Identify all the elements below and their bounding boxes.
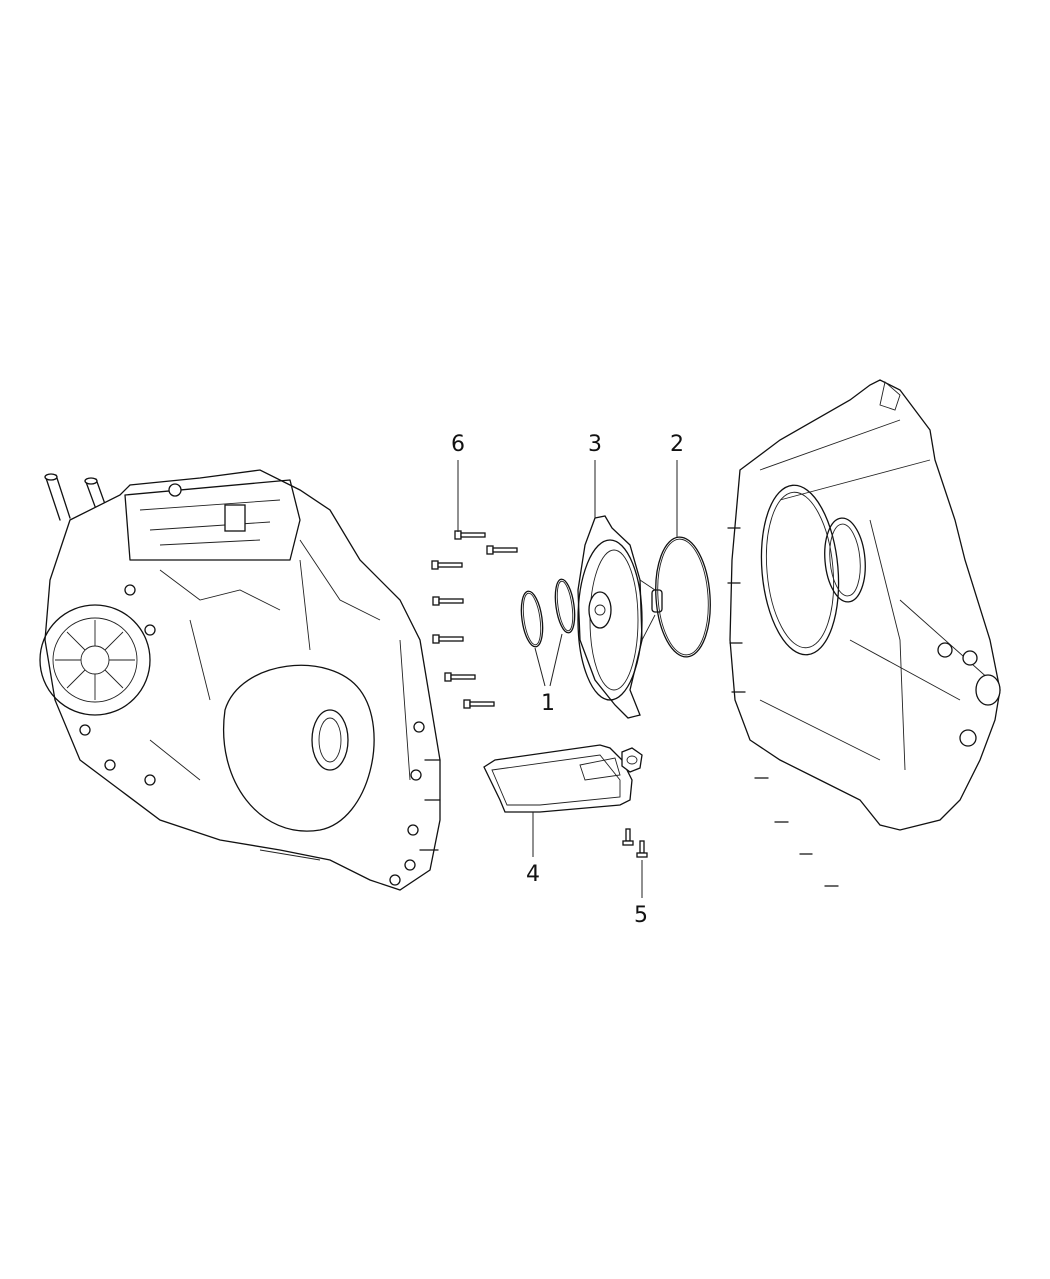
transmission-main-case [39,469,441,891]
filter-pan [483,744,643,813]
callout-3: 3 [588,432,602,457]
callout-5: 5 [634,903,648,928]
flange-bolts [431,530,518,709]
bell-housing-cover [727,379,1001,887]
callout-2: 2 [670,432,684,457]
o-rings [520,578,576,648]
seal-ring [655,536,711,658]
leader-lines [457,460,678,898]
callout-4: 4 [526,862,540,887]
callout-1: 1 [541,691,555,716]
pump-cover [577,515,663,719]
callout-6: 6 [451,432,465,457]
small-bolts [622,828,648,858]
